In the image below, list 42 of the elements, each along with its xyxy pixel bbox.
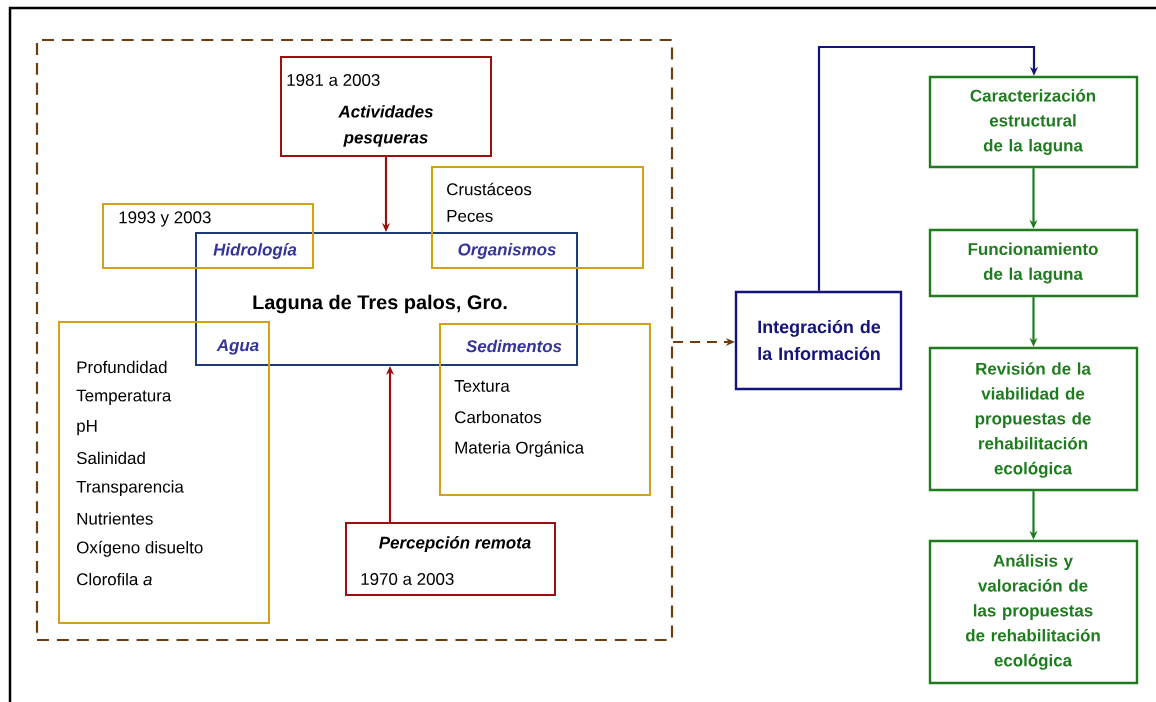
- item-text: Textura: [454, 380, 510, 392]
- item-text: Materia Orgánica: [455, 441, 585, 457]
- dashed-frame: [35, 38, 674, 642]
- process-box: [734, 290, 903, 391]
- category-label: Organismos: [458, 243, 556, 259]
- heading: Percepción remota: [379, 536, 531, 552]
- item-text: pH: [77, 420, 97, 436]
- arrow: [817, 45, 1039, 291]
- box-text: Análisis y valoración de las propuestas de rehabilitación ecológica: [965, 554, 1100, 670]
- date-label: 1981 a 2003: [287, 74, 380, 86]
- item-text: Transparencia: [76, 480, 184, 497]
- process-box: [928, 539, 1139, 685]
- date-label: 1993 y 2003: [119, 211, 211, 227]
- box-text: Integración de la Información: [758, 319, 881, 361]
- heading: Actividades pesqueras: [338, 105, 433, 147]
- process-box: [928, 75, 1139, 169]
- box-text: Funcionamiento de la laguna: [968, 242, 1098, 284]
- category-box: [431, 166, 644, 269]
- item-text: Temperatura: [76, 389, 172, 405]
- box-text: Revisión de la viabilidad de propuestas de rehabilitación ecológica: [975, 362, 1091, 478]
- item-text: Crustáceos: [447, 182, 532, 196]
- date-label: 1970 a 2003: [361, 573, 454, 585]
- item-text: Nutrientes: [77, 512, 153, 525]
- box-text: Caracterización estructural de la laguna: [970, 89, 1095, 155]
- item-text: Clorofila a: [77, 572, 152, 586]
- category-label: Sedimentos: [466, 339, 562, 353]
- category-label: Agua: [216, 339, 259, 355]
- source-box: [280, 56, 492, 157]
- title: Laguna de Tres palos, Gro.: [253, 294, 507, 314]
- category-box: [439, 323, 651, 496]
- category-box: [58, 321, 270, 624]
- category-box: [102, 203, 314, 269]
- source-box: [345, 522, 556, 596]
- process-box: [928, 346, 1139, 492]
- lagoon-box: [195, 232, 578, 366]
- category-label: Hidrología: [213, 243, 297, 259]
- process-box: [928, 228, 1139, 298]
- item-text: Profundidad: [77, 360, 167, 374]
- item-text: Salinidad: [76, 451, 145, 465]
- item-text: Oxígeno disuelto: [77, 540, 203, 557]
- item-text: Carbonatos: [455, 410, 542, 424]
- item-text: Peces: [447, 210, 493, 222]
